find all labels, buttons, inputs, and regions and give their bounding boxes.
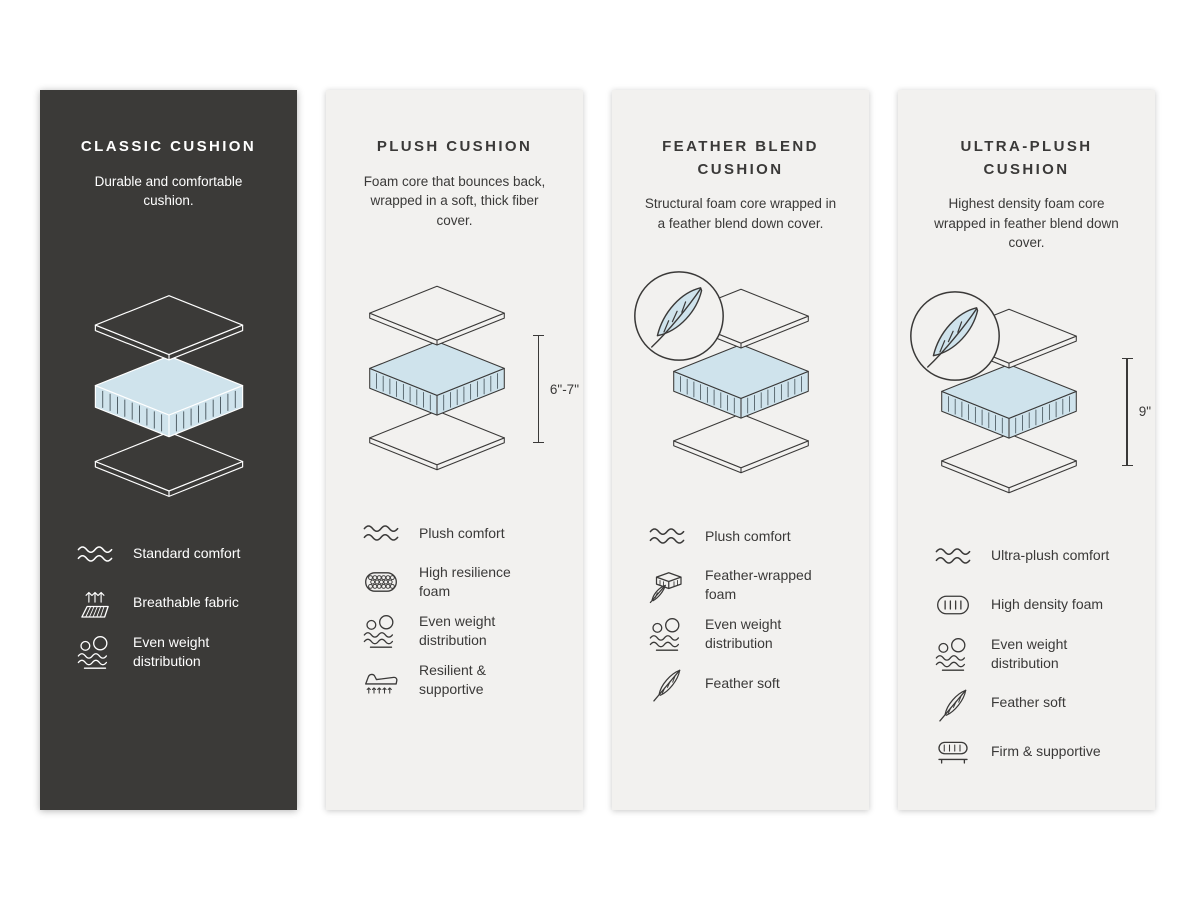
- measure-label: 6"-7": [549, 381, 579, 397]
- feature-item: Even weight distribution: [646, 613, 845, 655]
- feature-item: Even weight distribution: [360, 610, 559, 652]
- card-description: Durable and comfortable cushion.: [94, 173, 243, 209]
- card-description: Foam core that bounces back, wrapped in …: [363, 173, 546, 228]
- feature-label: High density foam: [991, 596, 1104, 613]
- feature-label: Firm & supportive: [991, 743, 1101, 760]
- wave-icon: [646, 515, 688, 557]
- card-title: PLUSH CUSHION: [376, 138, 533, 155]
- card-plush-cushion: PLUSH CUSHION Foam core that bounces bac…: [326, 90, 583, 810]
- even-weight-icon: [360, 610, 402, 652]
- feature-label: Resilient & supportive: [419, 662, 486, 698]
- feature-item: Standard comfort: [74, 533, 273, 575]
- high-resilience-foam-icon: [360, 561, 402, 603]
- card-classic-cushion: CLASSIC CUSHION Durable and comfortable …: [40, 90, 297, 810]
- feature-item: Plush comfort: [360, 512, 559, 554]
- feather-badge-icon: [908, 289, 1002, 383]
- feature-label: Even weight distribution: [705, 616, 782, 652]
- feature-label: Feather soft: [991, 694, 1066, 711]
- cushion-diagram: [636, 285, 845, 485]
- card-feather-blend-cushion: FEATHER BLEND CUSHION Structural foam co…: [612, 90, 869, 810]
- feature-label: High resilience foam: [419, 564, 511, 600]
- cushion-diagram: 9": [922, 305, 1151, 505]
- card-description: Structural foam core wrapped in a feathe…: [644, 196, 837, 231]
- card-title: ULTRA-PLUSH CUSHION: [960, 138, 1093, 178]
- measure-label: 9": [1138, 404, 1151, 420]
- cushion-layers-icon: [352, 282, 522, 475]
- card-description: Highest density foam core wrapped in fea…: [934, 196, 1119, 251]
- feature-item: Even weight distribution: [74, 631, 273, 673]
- feather-wrapped-foam-icon: [646, 564, 688, 606]
- measure-line-icon: [1121, 357, 1133, 466]
- feature-label: Plush comfort: [419, 524, 505, 541]
- feature-item: Even weight distribution: [932, 633, 1131, 675]
- feature-item: Feather soft: [646, 662, 845, 704]
- feature-item: Resilient & supportive: [360, 659, 559, 701]
- card-title: CLASSIC CUSHION: [80, 138, 257, 155]
- feature-label: Feather soft: [705, 674, 780, 691]
- feature-label: Ultra-plush comfort: [991, 547, 1110, 564]
- feature-label: Even weight distribution: [133, 633, 210, 669]
- feature-item: Ultra-plush comfort: [932, 535, 1131, 577]
- wave-icon: [360, 512, 402, 554]
- feature-item: Breathable fabric: [74, 582, 273, 624]
- feather-icon: [646, 662, 688, 704]
- feature-label: Plush comfort: [705, 527, 791, 544]
- card-ultra-plush-cushion: ULTRA-PLUSH CUSHION Highest density foam…: [898, 90, 1155, 810]
- even-weight-icon: [646, 613, 688, 655]
- wave-icon: [74, 533, 116, 575]
- resilient-supportive-icon: [360, 659, 402, 701]
- feature-list: Plush comfort Feather-wrapped foam Even …: [636, 515, 845, 704]
- feature-item: Feather soft: [932, 682, 1131, 724]
- feature-item: High resilience foam: [360, 561, 559, 603]
- breathable-fabric-icon: [74, 582, 116, 624]
- cushion-diagram: 6"-7": [350, 282, 579, 482]
- feature-item: High density foam: [932, 584, 1131, 626]
- feature-label: Breathable fabric: [133, 594, 239, 611]
- wave-icon: [932, 535, 974, 577]
- feature-list: Standard comfort Breathable fabric Even …: [64, 533, 273, 673]
- feature-list: Ultra-plush comfort High density foam Ev…: [922, 535, 1131, 773]
- feature-item: Plush comfort: [646, 515, 845, 557]
- feature-list: Plush comfort High resilience foam Even …: [350, 512, 559, 701]
- even-weight-icon: [932, 633, 974, 675]
- height-measurement: 6"-7": [532, 335, 579, 444]
- feature-label: Standard comfort: [133, 545, 241, 562]
- feather-icon: [932, 682, 974, 724]
- card-title: FEATHER BLEND CUSHION: [662, 138, 819, 178]
- card-row: CLASSIC CUSHION Durable and comfortable …: [40, 90, 1155, 810]
- feature-label: Even weight distribution: [991, 635, 1068, 671]
- feather-badge-icon: [632, 269, 726, 363]
- measure-line-icon: [532, 335, 544, 444]
- high-density-foam-icon: [932, 584, 974, 626]
- cushion-diagram: [64, 291, 273, 505]
- firm-supportive-icon: [932, 731, 974, 773]
- feature-item: Feather-wrapped foam: [646, 564, 845, 606]
- cushion-layers-icon: [76, 291, 262, 502]
- even-weight-icon: [74, 631, 116, 673]
- feature-label: Even weight distribution: [419, 613, 496, 649]
- height-measurement: 9": [1121, 357, 1151, 466]
- feature-item: Firm & supportive: [932, 731, 1131, 773]
- feature-label: Feather-wrapped foam: [705, 567, 812, 603]
